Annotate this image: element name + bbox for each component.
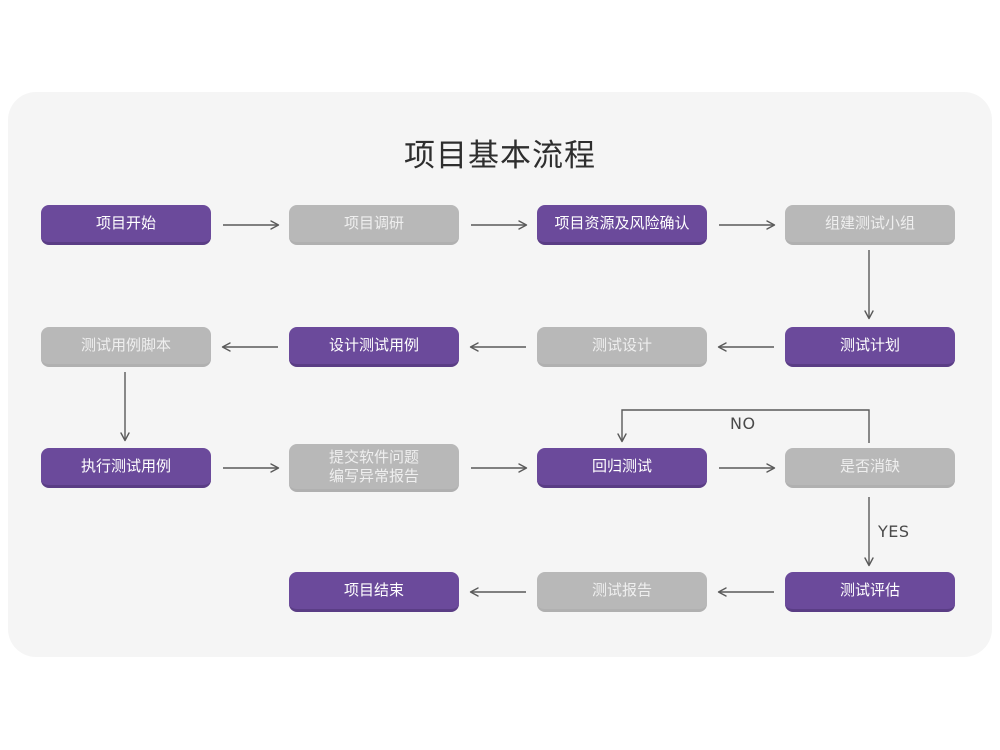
edge-label-yes: YES <box>878 522 910 541</box>
node-resource-risk-confirm[interactable]: 项目资源及风险确认 <box>537 205 707 245</box>
diagram-panel <box>8 92 992 657</box>
node-design-test-case[interactable]: 设计测试用例 <box>289 327 459 367</box>
node-test-plan[interactable]: 测试计划 <box>785 327 955 367</box>
node-defect-resolved[interactable]: 是否消缺 <box>785 448 955 488</box>
node-execute-test-case[interactable]: 执行测试用例 <box>41 448 211 488</box>
node-submit-issue-report[interactable]: 提交软件问题 编写异常报告 <box>289 444 459 492</box>
node-test-evaluation[interactable]: 测试评估 <box>785 572 955 612</box>
node-project-start[interactable]: 项目开始 <box>41 205 211 245</box>
node-regression-test[interactable]: 回归测试 <box>537 448 707 488</box>
node-test-report[interactable]: 测试报告 <box>537 572 707 612</box>
node-project-research[interactable]: 项目调研 <box>289 205 459 245</box>
edge-label-no: NO <box>730 414 756 433</box>
page-title: 项目基本流程 <box>404 138 596 174</box>
node-test-case-script[interactable]: 测试用例脚本 <box>41 327 211 367</box>
node-test-design[interactable]: 测试设计 <box>537 327 707 367</box>
node-project-end[interactable]: 项目结束 <box>289 572 459 612</box>
node-build-test-team[interactable]: 组建测试小组 <box>785 205 955 245</box>
